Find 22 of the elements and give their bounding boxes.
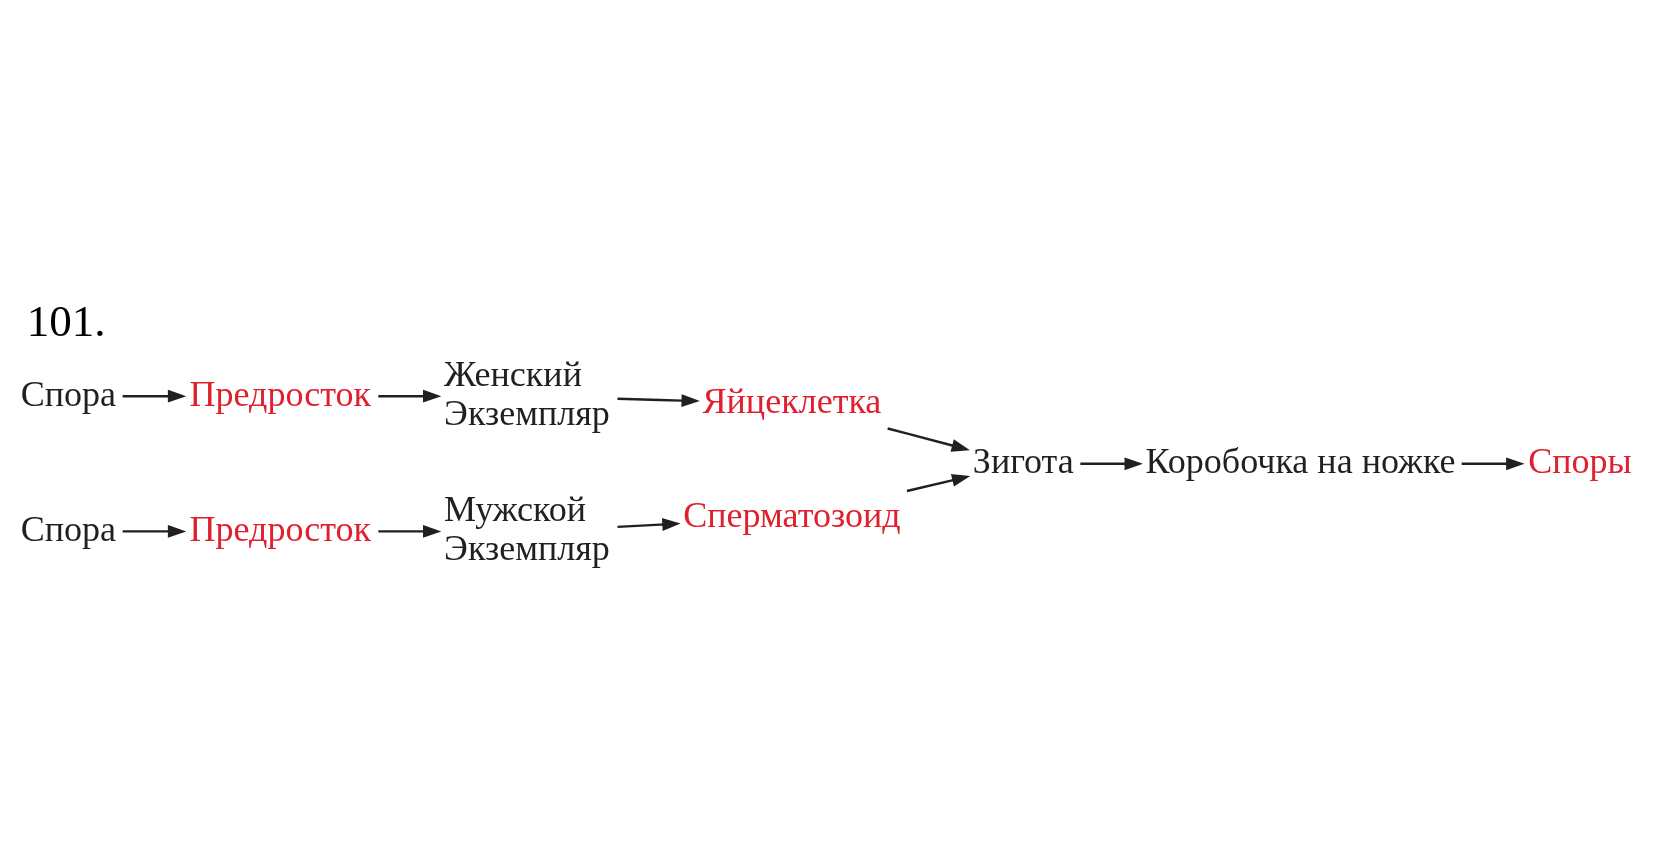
arrow [378,524,442,538]
node-text: Спора [20,508,117,549]
node-text: Мужской Экземпляр [444,488,610,568]
node-text: Предросток [189,373,372,413]
arrow [887,426,970,452]
node-text: Спора [20,373,117,413]
node-text: Зигота [972,440,1074,481]
arrow [122,524,187,538]
arrow [906,473,971,492]
node-text: Яйцеклетка [702,380,882,421]
node-text: Споры [1528,440,1632,481]
diagram-title: 101. [26,295,106,346]
arrow [378,389,442,403]
node-text: Сперматозоид [683,494,901,535]
arrow [617,517,681,531]
node-text: Предросток [189,508,372,549]
arrow [1080,456,1143,470]
arrow [122,389,187,403]
arrow [617,393,700,407]
node-text: Коробочка на ножке [1145,440,1456,481]
node-text: Женский Экземпляр [444,353,610,433]
arrow [1461,456,1525,470]
